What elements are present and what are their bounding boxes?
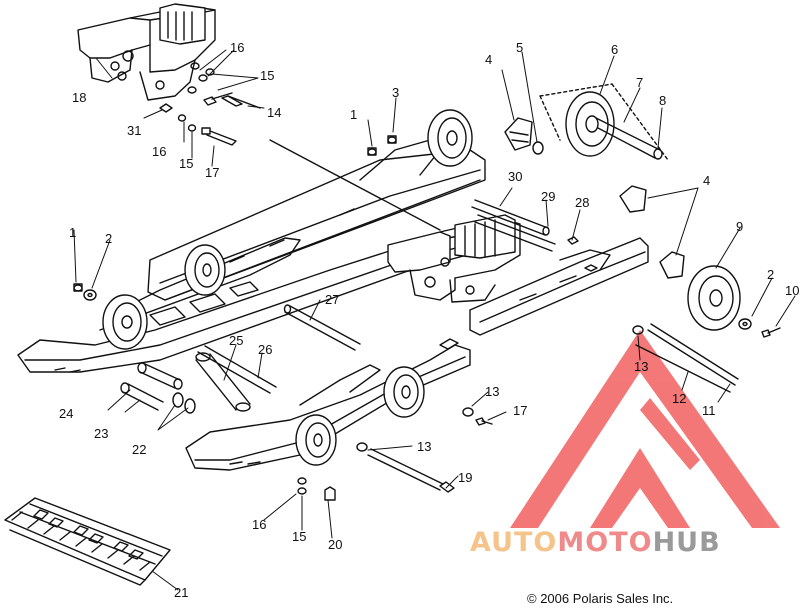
callout-16: 16 bbox=[230, 40, 245, 55]
bracket-hardware bbox=[159, 62, 261, 146]
callout-29: 29 bbox=[541, 189, 556, 204]
callout-13c: 13 bbox=[634, 359, 649, 374]
callout-8: 8 bbox=[659, 93, 667, 108]
watermark-logo bbox=[510, 330, 780, 528]
callout-17b: 17 bbox=[513, 403, 528, 418]
callout-16c: 16 bbox=[252, 517, 267, 532]
callout-31: 31 bbox=[127, 123, 142, 138]
callout-4: 4 bbox=[485, 52, 493, 67]
washers-and-nuts bbox=[73, 135, 752, 495]
right-rail bbox=[147, 109, 486, 301]
copyright-notice: © 2006 Polaris Sales Inc. bbox=[527, 591, 674, 606]
callout-1: 1 bbox=[350, 107, 358, 122]
watermark-auto: AUTO bbox=[470, 527, 558, 558]
callout-26: 26 bbox=[258, 342, 273, 357]
callout-3: 3 bbox=[392, 85, 400, 100]
callout-27: 27 bbox=[325, 292, 340, 307]
front-torque-arm-bracket bbox=[77, 3, 216, 101]
callout-25: 25 bbox=[229, 333, 244, 348]
callout-10: 10 bbox=[785, 283, 800, 298]
lower-left-rail bbox=[185, 338, 471, 471]
callout-16b: 16 bbox=[152, 144, 167, 159]
leader-line bbox=[269, 139, 441, 231]
callout-1b: 1 bbox=[69, 225, 77, 240]
callout-28: 28 bbox=[575, 195, 590, 210]
cross-shafts bbox=[120, 199, 781, 501]
callout-15c: 15 bbox=[292, 529, 307, 544]
callout-6: 6 bbox=[611, 42, 619, 57]
watermark-hub: HUB bbox=[652, 527, 721, 558]
callout-4b: 4 bbox=[703, 173, 711, 188]
callout-2: 2 bbox=[105, 231, 113, 246]
callout-15: 15 bbox=[260, 68, 275, 83]
callout-22: 22 bbox=[132, 442, 147, 457]
callout-5: 5 bbox=[516, 40, 524, 55]
track-section bbox=[4, 497, 171, 586]
callout-9: 9 bbox=[736, 219, 744, 234]
callout-7: 7 bbox=[636, 75, 644, 90]
callout-13b: 13 bbox=[417, 439, 432, 454]
rear-idler-assembly bbox=[504, 83, 741, 331]
callout-11: 11 bbox=[702, 403, 716, 418]
callout-30: 30 bbox=[508, 169, 523, 184]
callout-13: 13 bbox=[485, 384, 500, 399]
left-rail bbox=[17, 231, 486, 373]
callout-14: 14 bbox=[267, 105, 282, 120]
leader-lines bbox=[73, 49, 796, 591]
callout-2b: 2 bbox=[767, 267, 775, 282]
callout-17: 17 bbox=[205, 165, 220, 180]
watermark-text: AUTOMOTOHUB bbox=[470, 527, 721, 558]
callout-20: 20 bbox=[328, 537, 343, 552]
callout-15b: 15 bbox=[179, 156, 194, 171]
callout-12: 12 bbox=[672, 391, 687, 406]
callout-21: 21 bbox=[174, 585, 189, 600]
rear-torque-arm-bracket bbox=[387, 214, 521, 303]
callout-24: 24 bbox=[59, 406, 74, 421]
rear-rail-section bbox=[469, 237, 649, 336]
watermark-moto: MOTO bbox=[557, 527, 653, 558]
callout-18: 18 bbox=[72, 90, 87, 105]
callout-19: 19 bbox=[458, 470, 473, 485]
callout-23: 23 bbox=[94, 426, 109, 441]
